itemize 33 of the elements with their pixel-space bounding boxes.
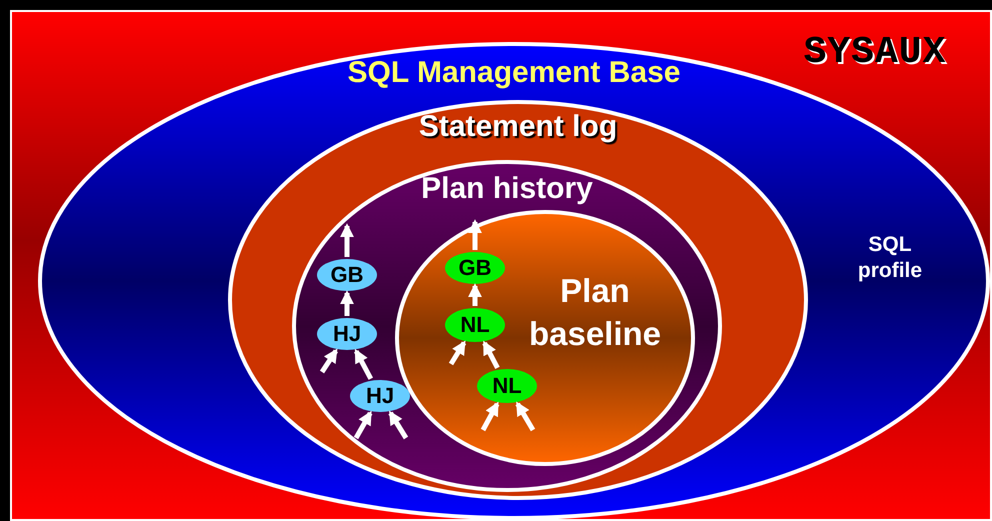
operator-label: NL bbox=[459, 312, 491, 338]
region-label: SQL profile bbox=[856, 232, 924, 284]
operator-label: HJ bbox=[364, 384, 396, 408]
region-title: SYSAUX bbox=[802, 32, 948, 74]
ellipse-region bbox=[228, 100, 808, 500]
arrow bbox=[468, 219, 482, 250]
ellipse-region bbox=[292, 160, 722, 492]
operator-ellipse bbox=[443, 250, 507, 286]
region-label: Statement log bbox=[418, 110, 618, 143]
arrow bbox=[468, 283, 482, 306]
ellipse-region bbox=[395, 210, 695, 466]
operator-ellipse bbox=[348, 378, 412, 414]
arrow bbox=[354, 410, 372, 440]
arrow bbox=[480, 402, 500, 432]
region-label: Plan baseline bbox=[528, 271, 662, 354]
operator-ellipse bbox=[315, 316, 379, 352]
operator-label: NL bbox=[491, 374, 523, 398]
arrow bbox=[354, 348, 374, 380]
operator-ellipse bbox=[315, 257, 379, 293]
arrow bbox=[515, 402, 536, 432]
operator-ellipse bbox=[475, 367, 539, 405]
operator-ellipse bbox=[443, 306, 507, 344]
operator-label: GB bbox=[330, 262, 364, 288]
operator-label: GB bbox=[458, 256, 492, 280]
arrow bbox=[340, 290, 354, 316]
arrow bbox=[448, 340, 466, 366]
arrow bbox=[320, 348, 338, 374]
region-label: SQL Management Base bbox=[346, 56, 682, 89]
arrow bbox=[388, 410, 408, 440]
arrow bbox=[482, 340, 500, 370]
arrow bbox=[340, 223, 354, 257]
operator-label: HJ bbox=[332, 322, 362, 346]
region-label: Plan history bbox=[420, 172, 594, 205]
